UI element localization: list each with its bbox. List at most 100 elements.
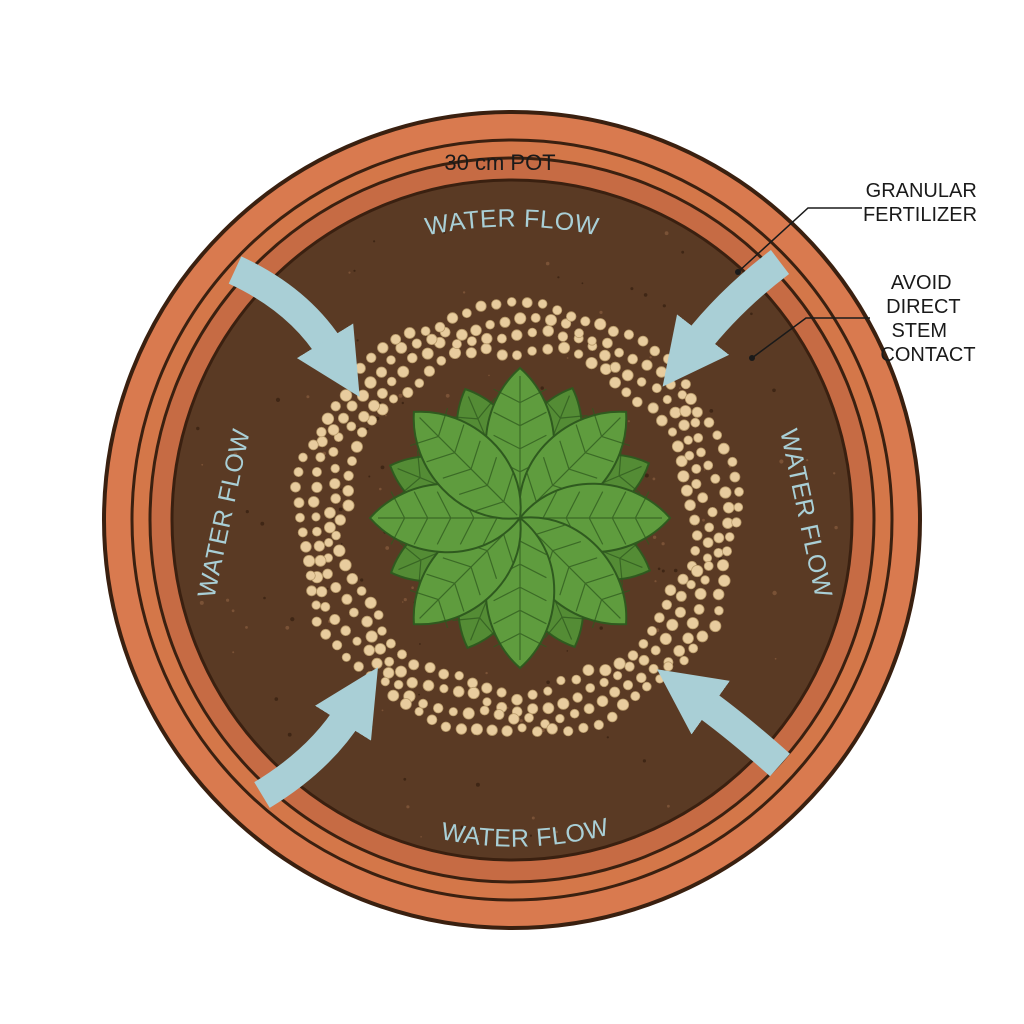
soil-speck: [275, 397, 281, 402]
fertilizer-granule: [376, 387, 388, 399]
fertilizer-granule: [377, 342, 389, 354]
fertilizer-granule: [348, 607, 359, 618]
fertilizer-granule: [467, 686, 480, 700]
fertilizer-granule: [333, 544, 346, 557]
fertilizer-granule: [331, 640, 343, 651]
fertilizer-granule: [305, 570, 316, 581]
fertilizer-granule: [390, 333, 402, 345]
soil-speck: [661, 542, 665, 546]
fertilizer-granule: [594, 318, 607, 331]
callout-fertilizer-dot: [735, 269, 741, 275]
fertilizer-granule: [671, 440, 684, 453]
fertilizer-granule: [364, 376, 377, 389]
fertilizer-granule: [524, 712, 534, 723]
fertilizer-granule: [350, 440, 363, 453]
fertilizer-granule: [311, 616, 322, 627]
fertilizer-granule: [677, 470, 690, 483]
fertilizer-granule: [384, 656, 395, 667]
fertilizer-granule: [527, 346, 537, 356]
soil-speck: [373, 240, 376, 243]
fertilizer-granule: [637, 335, 649, 347]
fertilizer-granule: [371, 657, 383, 670]
fertilizer-granule: [636, 377, 647, 387]
soil-speck: [654, 580, 657, 583]
soil-speck: [680, 709, 684, 713]
fertilizer-granule: [599, 349, 611, 362]
fertilizer-granule: [329, 478, 341, 490]
fertilizer-granule: [331, 530, 341, 541]
soil-speck: [368, 475, 371, 478]
fertilizer-granule: [514, 312, 527, 325]
fertilizer-granule: [724, 532, 735, 542]
fertilizer-granule: [452, 685, 465, 698]
fertilizer-granule: [320, 628, 332, 640]
fertilizer-granule: [703, 417, 715, 428]
soil-speck: [420, 836, 422, 838]
fertilizer-granule: [542, 702, 555, 715]
fertilizer-granule: [649, 345, 661, 357]
fertilizer-granule: [596, 695, 609, 707]
fertilizer-granule: [465, 347, 477, 359]
fertilizer-granule: [486, 724, 498, 736]
fertilizer-granule: [501, 725, 513, 737]
soil-speck: [369, 724, 373, 729]
fertilizer-granule: [517, 723, 527, 733]
soil-speck: [285, 625, 290, 630]
fertilizer-granule: [448, 707, 458, 717]
soil-speck: [226, 598, 230, 602]
fertilizer-granule: [434, 321, 446, 333]
fertilizer-granule: [677, 573, 689, 585]
fertilizer-granule: [557, 331, 569, 342]
fertilizer-granule: [366, 352, 377, 364]
fertilizer-granule: [684, 392, 697, 405]
fertilizer-granule: [330, 401, 341, 412]
water-flow-arrows: [228, 250, 790, 808]
fertilizer-granule: [527, 703, 539, 715]
fertilizer-granule: [602, 337, 613, 349]
fertilizer-granule: [712, 588, 725, 601]
fertilizer-granule: [686, 579, 696, 590]
fertilizer-granule: [700, 575, 710, 585]
fertilizer-granule: [365, 630, 378, 643]
fertilizer-granule: [423, 365, 435, 377]
fertilizer-granule: [609, 361, 621, 373]
fertilizer-granule: [491, 299, 502, 310]
fertilizer-granule: [530, 312, 541, 323]
fertilizer-granule: [302, 554, 316, 568]
soil-speck: [403, 598, 407, 602]
callout-fertilizer: GRANULAR FERTILIZER: [735, 180, 977, 275]
fertilizer-granule: [546, 723, 558, 735]
soil-speck: [231, 609, 235, 613]
soil-speck: [679, 387, 681, 390]
fertilizer-granule: [650, 645, 661, 656]
soil-speck: [201, 463, 204, 466]
fertilizer-granule: [627, 650, 639, 661]
soil-speck: [664, 231, 669, 236]
fertilizer-granule: [308, 439, 319, 451]
water-arrow-top-left: [228, 256, 360, 397]
fertilizer-granule: [673, 365, 684, 376]
fertilizer-granule: [480, 343, 492, 355]
fertilizer-granule: [691, 463, 702, 474]
fertilizer-granule: [475, 300, 487, 312]
fertilizer-granule: [716, 559, 730, 572]
soil-speck: [833, 472, 836, 475]
fertilizer-granule: [352, 636, 362, 646]
soil-speck: [379, 487, 382, 491]
fertilizer-granule: [563, 726, 574, 737]
callout-fertilizer-line-2: FERTILIZER: [863, 204, 977, 226]
fertilizer-granule: [712, 430, 722, 441]
soil-speck: [697, 365, 700, 369]
soil-speck: [540, 386, 544, 390]
fertilizer-granule: [346, 400, 358, 412]
fertilizer-granule: [693, 604, 705, 615]
fertilizer-granule: [342, 484, 355, 497]
plant: [368, 366, 672, 670]
soil-speck: [750, 312, 753, 316]
fertilizer-granule: [690, 417, 701, 428]
fertilizer-granule: [573, 349, 584, 359]
fertilizer-granule: [571, 674, 582, 685]
fertilizer-granule: [703, 460, 714, 471]
fertilizer-granule: [461, 308, 472, 319]
